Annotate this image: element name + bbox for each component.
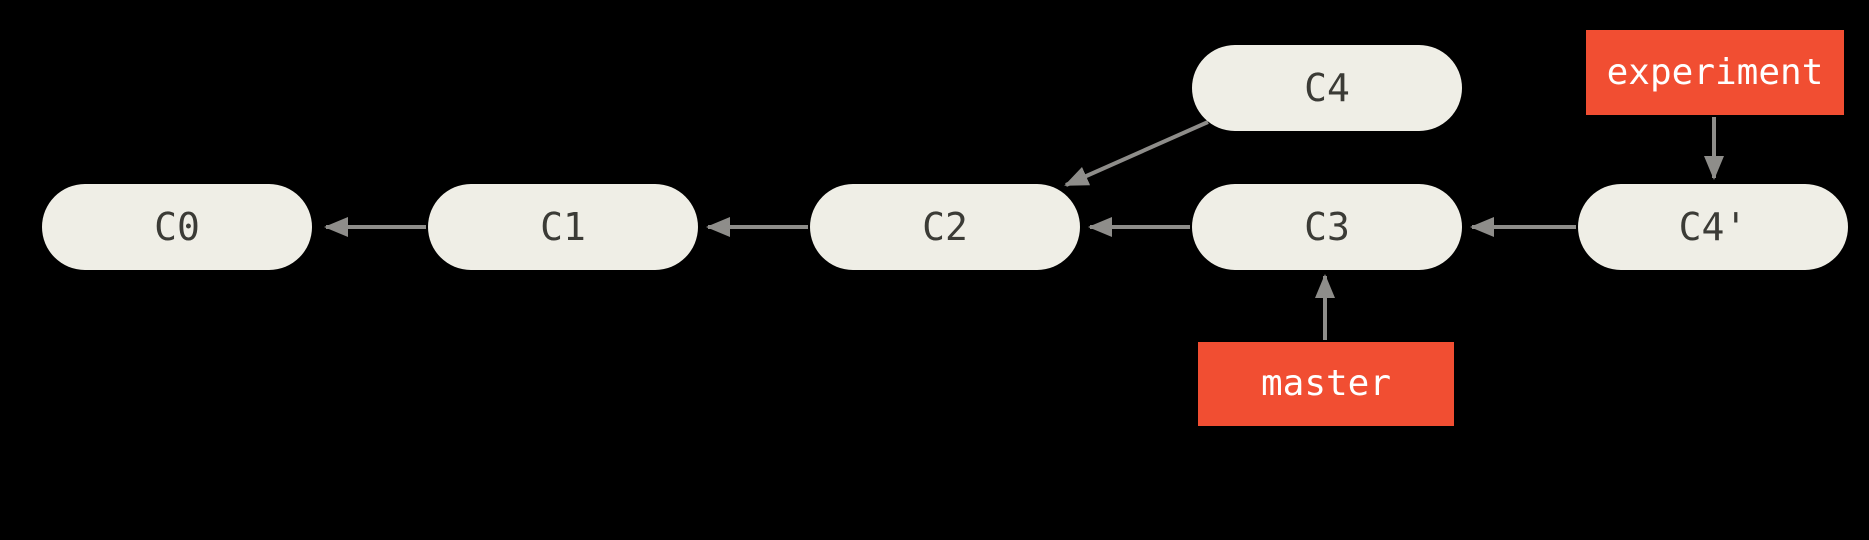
branch-label-experiment-text: experiment [1606, 51, 1824, 93]
branch-label-master-text: master [1260, 363, 1392, 404]
arrow-c4-to-c2 [1064, 120, 1209, 187]
commit-label-c4-prime: C4' [1678, 205, 1748, 249]
commit-label-c2: C2 [922, 205, 968, 249]
commit-node-c4: C4 [1192, 45, 1462, 131]
commit-node-c0: C0 [42, 184, 312, 270]
commit-node-c1: C1 [428, 184, 698, 270]
commit-label-c4: C4 [1304, 66, 1350, 110]
commit-label-c3: C3 [1304, 205, 1350, 249]
commit-node-c4-prime: C4' [1578, 184, 1848, 270]
branch-label-master: master [1198, 342, 1454, 426]
commit-node-c3: C3 [1192, 184, 1462, 270]
commit-label-c1: C1 [540, 205, 586, 249]
commit-label-c0: C0 [154, 205, 200, 249]
branch-label-experiment: experiment [1586, 30, 1844, 115]
commit-node-c2: C2 [810, 184, 1080, 270]
